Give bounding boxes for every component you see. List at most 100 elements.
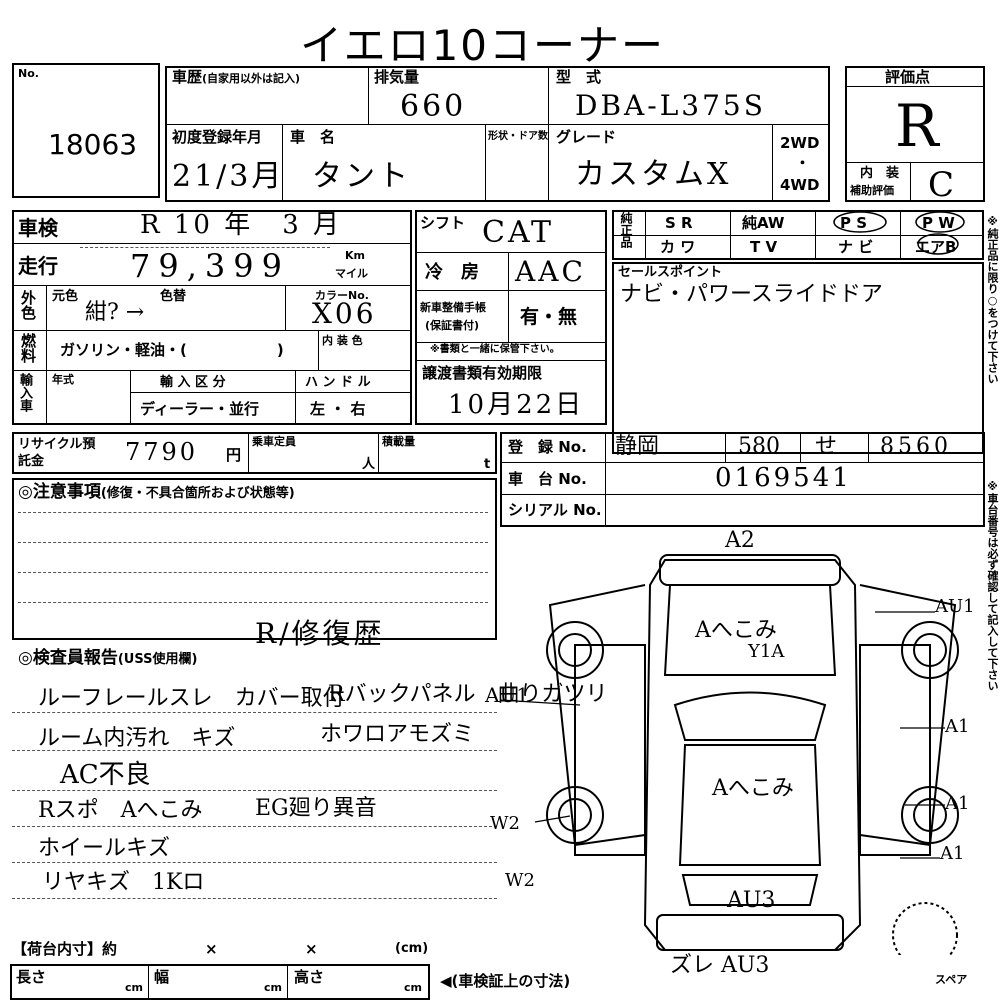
- equip-circle-marks: [833, 211, 965, 255]
- roof-outline: [678, 744, 822, 866]
- side-note-chassis: ※車台番号は必ず確認して記入して下さい: [986, 480, 999, 691]
- lot-box: [12, 63, 160, 198]
- drive-4wd: 4WD: [780, 176, 820, 194]
- inspector-line-2: Rバックパネル 曲りガツリ: [328, 682, 608, 707]
- page-title: イエロ10コーナー: [300, 21, 666, 70]
- mileage-unit-mile: マイル: [335, 267, 368, 280]
- cargo-width-unit: cm: [264, 981, 282, 994]
- cargo-label: 【荷台内寸】約: [12, 940, 118, 958]
- model-label: 型 式: [556, 68, 602, 86]
- ac-value: AAC: [515, 255, 586, 288]
- inspector-line-3: ルーム内汚れ キズ: [38, 726, 236, 751]
- equip-airbag: エアB: [915, 238, 957, 256]
- ac-label: 冷 房: [425, 262, 479, 283]
- diagram-bottom: AU3: [727, 888, 776, 913]
- wheel-front-right: [901, 621, 959, 679]
- displacement-value: 660: [400, 89, 467, 124]
- notes-value: R/修復歴: [255, 617, 385, 650]
- dimension-note: ◀(車検証上の寸法): [440, 972, 571, 990]
- rating-label: 評価点: [885, 68, 931, 86]
- equip-ps: P S: [840, 214, 868, 232]
- wheel-inner-left-rear: [558, 798, 592, 832]
- car-diagram: [546, 554, 959, 955]
- detail-table: [12, 210, 412, 425]
- hood-outline: [663, 584, 837, 676]
- cargo-x1: ×: [205, 940, 218, 958]
- circle-ps: [833, 211, 887, 233]
- import-kind-label: 輸 入 区 分: [160, 375, 226, 390]
- fuel-label: 燃料: [19, 333, 37, 363]
- inspector-label: ◎検査員報告(USS使用欄): [18, 648, 198, 668]
- car-name-value: タント: [312, 159, 411, 194]
- first-reg-label: 初度登録年月: [172, 128, 263, 146]
- color-change-label: 色替: [160, 289, 187, 304]
- lot-no-label: No.: [18, 67, 39, 80]
- diagram-leader-lines: [500, 611, 945, 859]
- right-body-side: [859, 644, 931, 856]
- inspector-line-9: リヤキズ 1Kロ: [42, 870, 205, 895]
- left-body-side: [574, 644, 646, 856]
- spare-label: スペア: [935, 973, 968, 986]
- inspector-line-1: ルーフレールスレ カバー取付: [38, 686, 345, 711]
- diagram-roof: Aへこみ: [712, 776, 794, 801]
- manual-options: 有・無: [520, 306, 578, 328]
- serial-label: シリアル No.: [508, 501, 602, 519]
- notes-label: ◎注意事項(修復・不具合箇所および状態等): [18, 482, 295, 502]
- equip-tv: T V: [750, 238, 778, 256]
- cargo-height-label: 高さ: [294, 968, 325, 986]
- shift-value: CAT: [482, 215, 554, 250]
- rear-glass: [681, 874, 819, 906]
- registration-class: 580: [738, 434, 780, 459]
- manual-note: ※書類と一緒に保管下さい。: [430, 344, 560, 355]
- inspector-line-5: AC不良: [60, 760, 151, 790]
- model-value: DBA-L375S: [575, 89, 766, 122]
- registration-area: 静岡: [615, 434, 660, 459]
- rating-box: [845, 66, 985, 202]
- capacity-label: 乗車定員: [252, 435, 296, 448]
- equip-label: 純正品: [619, 212, 633, 248]
- cargo-length-unit: cm: [125, 981, 143, 994]
- inspector-line-8: ホイールキズ: [38, 836, 171, 861]
- import-kind-options: ディーラー・並行: [140, 400, 259, 418]
- chassis-value: 0169541: [715, 463, 852, 493]
- cargo-height-unit: cm: [404, 981, 422, 994]
- interior-color-label: 内 装 色: [322, 334, 363, 347]
- inspector-line-4: ホワロアモズミ: [320, 722, 475, 747]
- color-label: 外色: [19, 290, 37, 320]
- recycle-unit: 円: [226, 446, 242, 464]
- cargo-unit: (cm): [395, 941, 429, 956]
- cargo-x2: ×: [305, 940, 318, 958]
- wheel-rear-left: [546, 786, 604, 844]
- wheel-front-left: [546, 621, 604, 679]
- import-year-label: 年式: [52, 373, 74, 386]
- manual-label: 新車整備手帳: [420, 301, 486, 314]
- capacity-unit: 人: [362, 457, 376, 472]
- sales-point-box: [612, 262, 984, 454]
- equip-sr: S R: [665, 214, 693, 232]
- shaken-value: R 10 年 3 月: [140, 210, 342, 240]
- load-label: 積載量: [382, 435, 415, 448]
- manual-label2: (保証書付): [425, 319, 480, 332]
- handle-label: ハ ン ド ル: [305, 375, 371, 390]
- chassis-label: 車 台 No.: [508, 470, 587, 488]
- color-orig-label: 元色: [52, 289, 79, 304]
- import-label: 輸入車: [17, 373, 32, 412]
- interior-label: 内 装: [860, 166, 900, 181]
- sales-point-value: ナビ・パワースライドドア: [620, 282, 883, 307]
- spare-tire-outline: [892, 902, 958, 955]
- diagram-windshield: Y1A: [748, 641, 785, 662]
- wheel-inner-left-front: [558, 633, 592, 667]
- drive-2wd: 2WD: [780, 134, 820, 152]
- transfer-label: 譲渡書類有効期限: [422, 364, 543, 382]
- transfer-value: 10月22日: [448, 390, 585, 420]
- registration-label: 登 録 No.: [508, 438, 587, 456]
- rear-bumper: [656, 914, 844, 951]
- lot-number: 18063: [48, 128, 138, 161]
- mileage-unit-km: Km: [345, 249, 365, 262]
- displacement-label: 排気量: [374, 68, 420, 86]
- registration-kana: せ: [815, 434, 838, 459]
- fuel-options: ガソリン・軽油・( ): [60, 341, 284, 359]
- wheel-rear-right: [901, 786, 959, 844]
- inspector-line-6: Rスポ Aへこみ: [38, 798, 203, 823]
- side-note-genuine: ※純正品に限り○をつけて下さい: [986, 215, 999, 384]
